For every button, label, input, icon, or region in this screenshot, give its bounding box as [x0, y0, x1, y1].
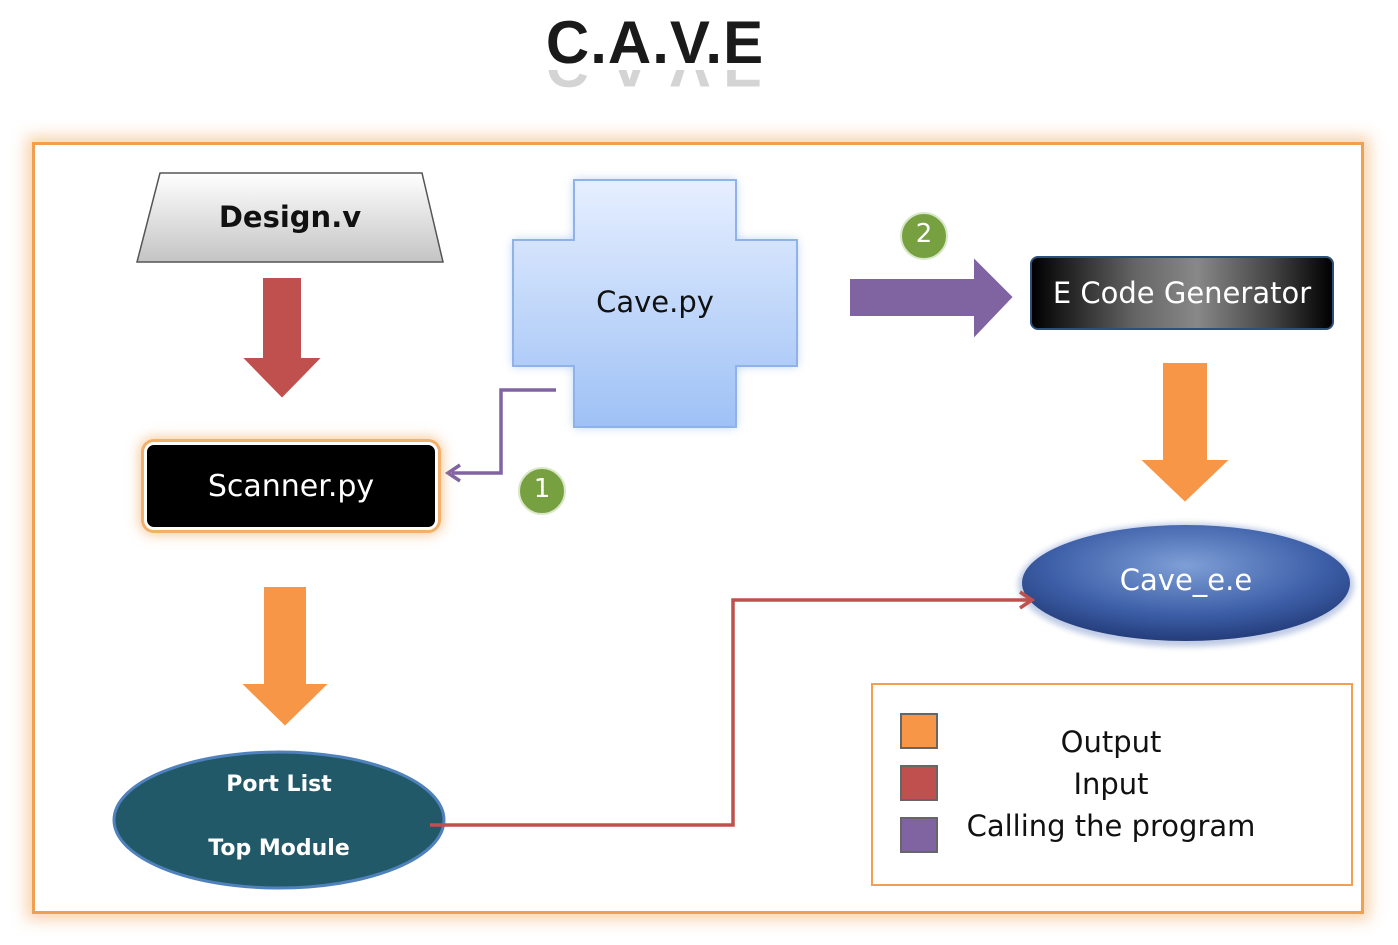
legend [871, 683, 1353, 886]
step-badge-2 [900, 212, 948, 260]
scanner-label: Scanner.py [207, 468, 375, 504]
cave-ee-node [1018, 523, 1354, 647]
input-connector-arrowhead [1019, 590, 1036, 610]
scanner-node: Scanner.py [144, 442, 438, 530]
call-connector-arrowhead [444, 463, 461, 483]
port-list-label: Port List [226, 772, 332, 797]
step-2-label: 2 [915, 219, 933, 249]
legend-swatch-calling [900, 817, 938, 853]
output-arrow-scanner-to-portlist [237, 585, 333, 729]
diagram-title: C.A.V.E [545, 9, 765, 76]
diagram-frame [32, 142, 1364, 914]
top-module-label: Top Module [208, 836, 350, 861]
cave-py-node [512, 179, 798, 428]
legend-label-calling: Calling the program [966, 809, 1256, 843]
ecode-generator-node: E Code Generator [1030, 256, 1334, 330]
ecode-generator-label: E Code Generator [1052, 276, 1312, 310]
step-badge-1 [518, 467, 566, 515]
design-node [136, 172, 444, 263]
input-connector-portlist-to-cave-ee [430, 598, 1030, 827]
call-connector-cave-to-scanner [452, 388, 556, 475]
design-label: Design.v [218, 200, 362, 234]
step-1-label: 1 [533, 474, 551, 504]
port-list-node [112, 750, 446, 890]
legend-swatch-input [900, 765, 938, 801]
input-arrow-design-to-scanner [238, 276, 326, 401]
output-arrow-ecode-to-cave-ee [1136, 361, 1234, 505]
legend-label-output: Output [1060, 725, 1162, 759]
legend-swatch-output [900, 713, 938, 749]
cave-py-label: Cave.py [596, 285, 714, 319]
call-arrow-cave-to-ecode [848, 253, 1016, 343]
legend-label-input: Input [1073, 767, 1149, 801]
cave-ee-label: Cave_e.e [1119, 563, 1253, 597]
